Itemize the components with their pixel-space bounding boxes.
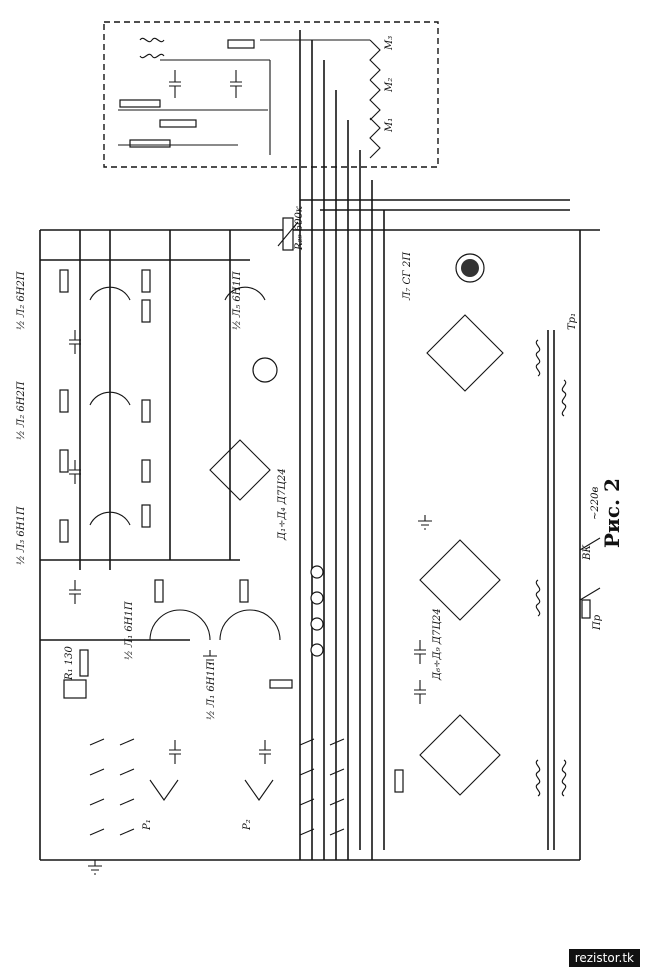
motor-label-m3: М₃ <box>384 36 395 51</box>
tube-label-5: ½ Л₁ 6Н1П <box>206 661 217 720</box>
r1-label: R₁ 130 <box>64 646 75 681</box>
tube-label-3: ½ Л₃ 6Н1П <box>16 506 27 565</box>
switch-label: ВК <box>582 545 593 561</box>
l7-label: Л₇ СГ 2П <box>402 252 413 301</box>
resistors: R₁ 130 <box>59 269 404 793</box>
vacuum-tubes: ½ Л₂ 6Н2П ½ Л₂ 6Н2П ½ Л₃ 6Н1П ½ Л₅ 6Н1П … <box>16 271 281 720</box>
watermark: rezistor.tk <box>568 949 640 967</box>
indicator-f2 <box>63 679 87 699</box>
relay-p1-label: Р₁ <box>142 819 153 831</box>
meter <box>252 357 278 383</box>
ground-symbols <box>88 515 432 875</box>
mains-voltage-label: ~220в <box>590 487 601 520</box>
motor-windings: М₃ М₂ М₁ <box>369 36 395 159</box>
capacitors <box>69 330 426 764</box>
caption-text: Рис. 2 <box>600 478 624 548</box>
enclosure-components <box>118 37 370 155</box>
potentiometer-r29: R₂₉ 600к <box>277 206 305 251</box>
fuse-label: Пр <box>592 614 603 631</box>
relays: Р₁ Р₂ <box>142 779 274 831</box>
bridge-label-1: Д₁÷Д₄ Д7Ц24 <box>277 468 288 541</box>
figure-caption: Рис. 2 <box>600 470 640 550</box>
tube-label-6: ½ Л₅ 6Н1П <box>232 271 243 330</box>
tube-label-2: ½ Л₂ 6Н2П <box>16 381 27 440</box>
r29-label: R₂₉ 600к <box>294 206 305 251</box>
motor-label-m2: М₂ <box>384 78 395 93</box>
motor-label-m1: М₁ <box>384 118 395 133</box>
bus-wiring <box>39 30 600 861</box>
mains-input: ~220в ВК Пр <box>579 487 603 631</box>
bridge-label-2: Д₆÷Д₉ Д7Ц24 <box>432 608 443 681</box>
bridge-rectifiers: Д₁÷Д₄ Д7Ц24 Д₆÷Д₉ Д7Ц24 <box>209 314 504 796</box>
switch-bank <box>89 738 345 836</box>
tube-label-4: ½ Л₁ 6Н1П <box>124 601 135 660</box>
neon-stabilizer: Л₇ СГ 2П <box>402 252 485 301</box>
tube-label-1: ½ Л₂ 6Н2П <box>16 271 27 330</box>
tr1-label: Тр₁ <box>567 313 578 330</box>
dashed-enclosure <box>103 21 439 168</box>
pilot-lamps <box>310 565 324 657</box>
relay-p2-label: Р₂ <box>242 819 253 831</box>
power-transformer: Тр₁ <box>535 313 578 850</box>
